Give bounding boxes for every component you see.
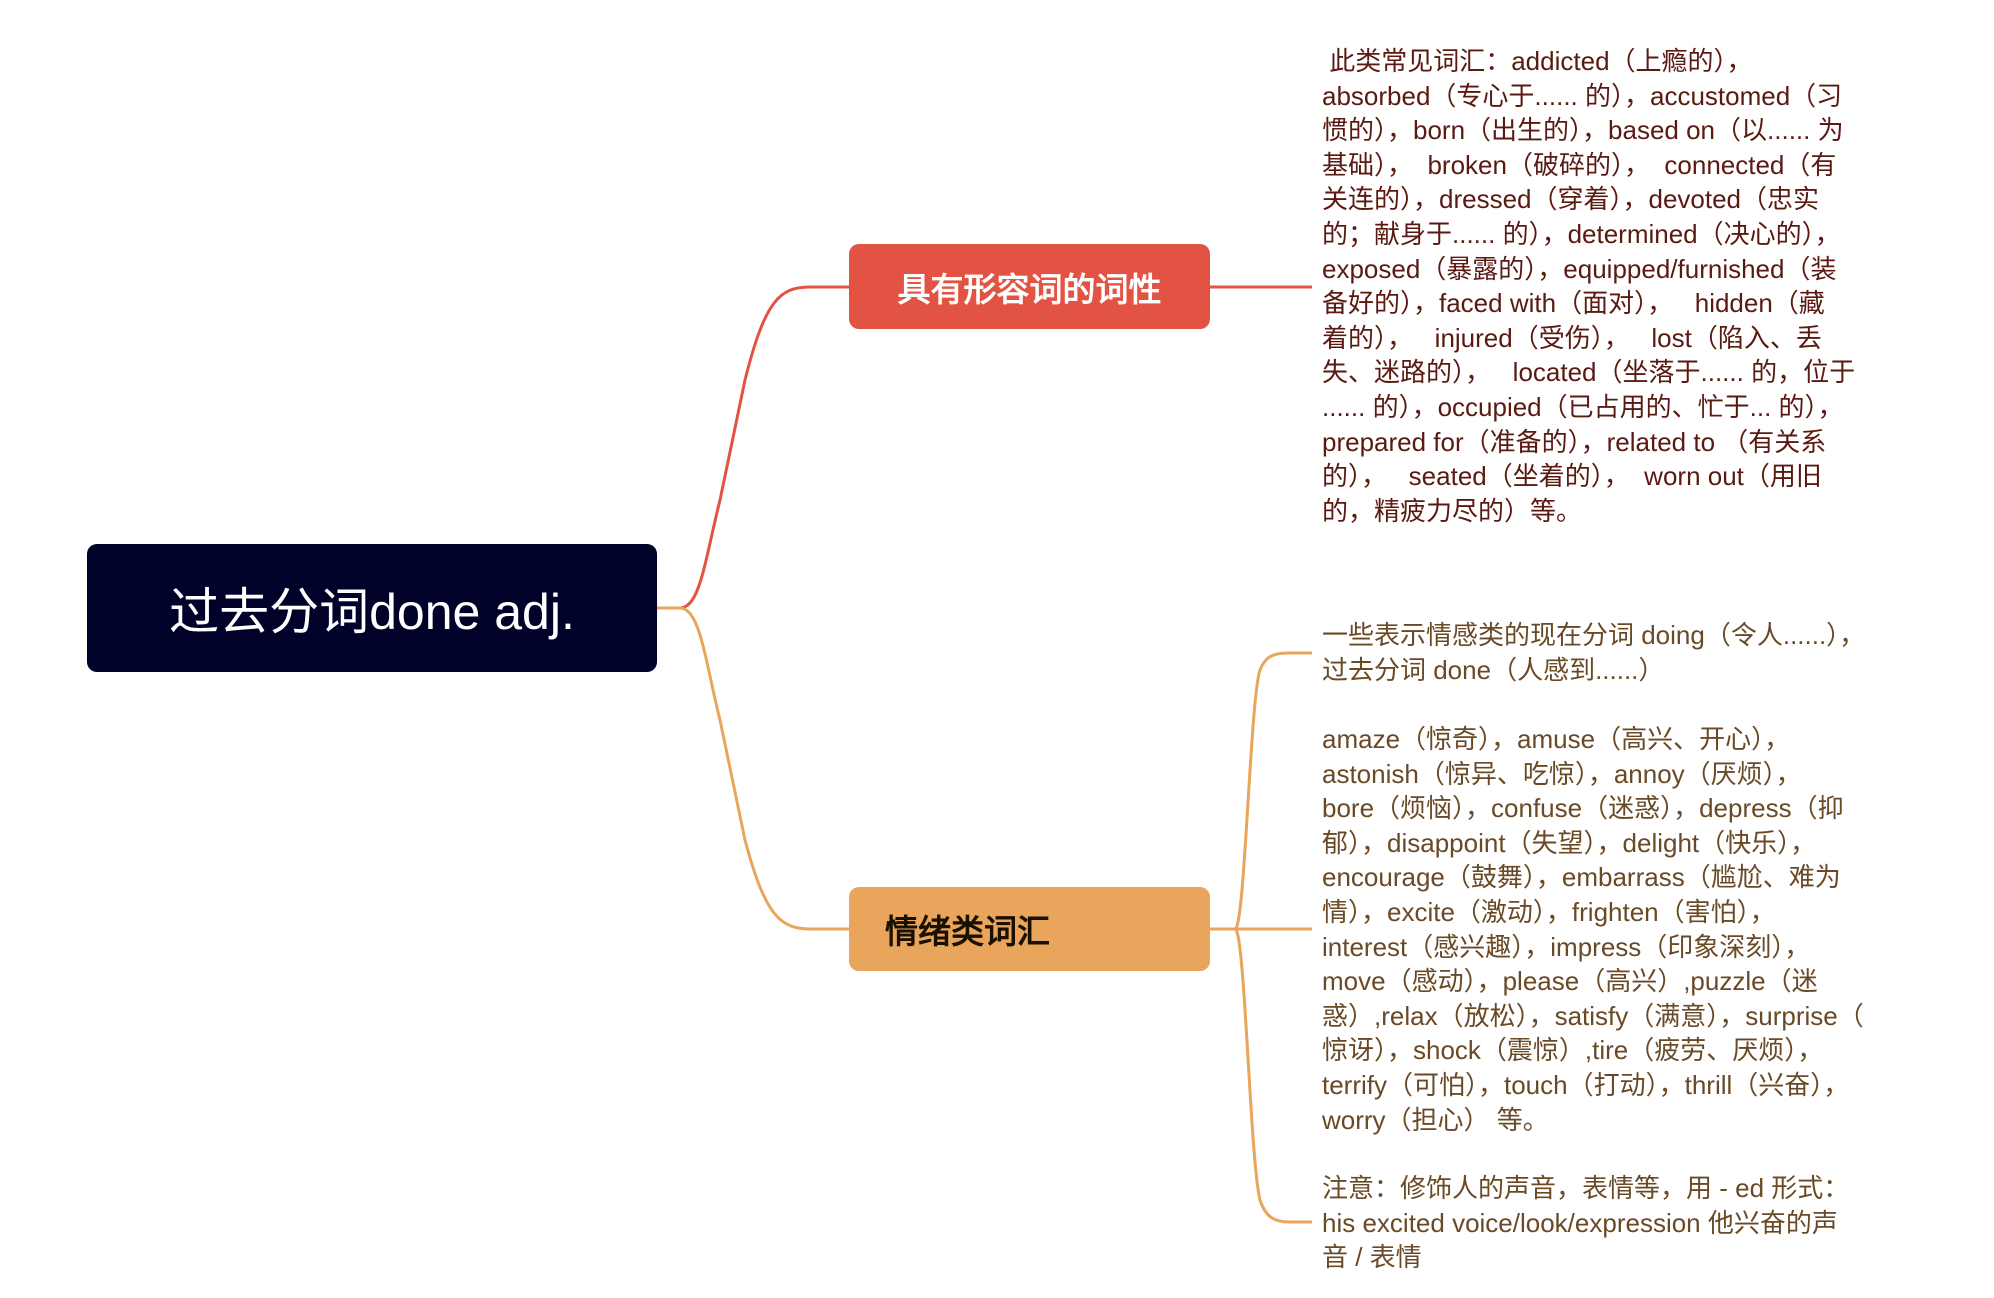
note-line: 情），excite（激动），frighten（害怕）， <box>1322 896 1776 927</box>
note-line: move（感动），please（高兴）,puzzle（迷 <box>1322 966 1818 997</box>
note-line: exposed（暴露的），equipped/furnished（装 <box>1322 253 1837 284</box>
link-emotion-to-note-1 <box>1210 651 1312 931</box>
note-line: 失、迷路的）， located（坐落于...... 的，位于 <box>1322 357 1856 388</box>
link-root-to-adjective <box>657 285 849 610</box>
note-line: 惯的），born（出生的），based on（以...... 为 <box>1322 115 1844 146</box>
note-adjective-words[interactable]: 此类常见词汇：addicted（上瘾的）， absorbed（专心于...... … <box>1322 44 1855 528</box>
note-line: 着的）， injured（受伤）， lost（陷入、丢 <box>1322 322 1822 353</box>
note-line: bore（烦恼），confuse（迷惑），depress（抑 <box>1322 793 1844 824</box>
note-line: 的，精疲力尽的）等。 <box>1322 495 1583 526</box>
topic-label: 情绪类词汇 <box>885 913 1050 950</box>
root-topic-label: 过去分词done adj. <box>169 584 575 640</box>
topic-label: 具有形容词的词性 <box>897 270 1162 308</box>
link-root-to-emotion <box>657 606 849 931</box>
note-line: absorbed（专心于...... 的），accustomed（习 <box>1322 80 1843 111</box>
note-line: 基础）， broken（破碎的）， connected（有 <box>1322 149 1837 180</box>
note-line: worry（担心） 等。 <box>1322 1104 1549 1135</box>
note-line: 音 / 表情 <box>1322 1242 1422 1273</box>
note-line: 注意：修饰人的声音，表情等，用 - ed 形式： <box>1322 1173 1850 1203</box>
note-line: 此类常见词汇：addicted（上瘾的）， <box>1322 46 1753 76</box>
root-topic[interactable]: 过去分词done adj. <box>87 544 657 672</box>
topic-emotion-words[interactable]: 情绪类词汇 <box>849 887 1210 971</box>
note-line: 的；献身于...... 的），determined（决心的）， <box>1322 218 1841 249</box>
note-line: 一些表示情感类的现在分词 doing（令人......）， <box>1322 620 1866 650</box>
note-line: amaze（惊奇），amuse（高兴、开心）， <box>1322 724 1791 754</box>
note-line: 关连的），dressed（穿着），devoted（忠实 <box>1322 184 1820 215</box>
note-line: astonish（惊异、吃惊），annoy（厌烦）， <box>1322 758 1802 789</box>
topic-adjective-property[interactable]: 具有形容词的词性 <box>849 244 1210 329</box>
note-line: prepared for（准备的），related to （有关系 <box>1322 426 1827 457</box>
note-line: terrify（可怕），touch（打动），thrill（兴奋）， <box>1322 1069 1850 1100</box>
note-line: 惑）,relax（放松），satisfy（满意），surprise（ <box>1322 1000 1864 1031</box>
note-line: 郁），disappoint（失望），delight（快乐）， <box>1322 827 1817 858</box>
note-line: his excited voice/look/expression 他兴奋的声 <box>1322 1207 1838 1238</box>
note-emotion-intro[interactable]: 一些表示情感类的现在分词 doing（令人......）， 过去分词 done（人… <box>1322 618 1865 687</box>
note-line: encourage（鼓舞），embarrass（尴尬、难为 <box>1322 862 1841 893</box>
note-line: 备好的），faced with（面对）， hidden（藏 <box>1322 288 1825 319</box>
note-line: 惊讶），shock（震惊）,tire（疲劳、厌烦）， <box>1322 1035 1824 1066</box>
note-line: interest（感兴趣），impress（印象深刻）， <box>1322 931 1811 962</box>
note-emotion-words[interactable]: amaze（惊奇），amuse（高兴、开心）， astonish（惊异、吃惊），a… <box>1322 722 1864 1137</box>
note-line: ...... 的），occupied（已占用的、忙于... 的）， <box>1322 391 1844 422</box>
note-emotion-attention[interactable]: 注意：修饰人的声音，表情等，用 - ed 形式： his excited voic… <box>1322 1171 1849 1275</box>
link-emotion-to-note-3 <box>1233 927 1312 1224</box>
note-line: 的）， seated（坐着的）， worn out（用旧 <box>1322 461 1822 492</box>
note-line: 过去分词 done（人感到......） <box>1322 654 1665 685</box>
